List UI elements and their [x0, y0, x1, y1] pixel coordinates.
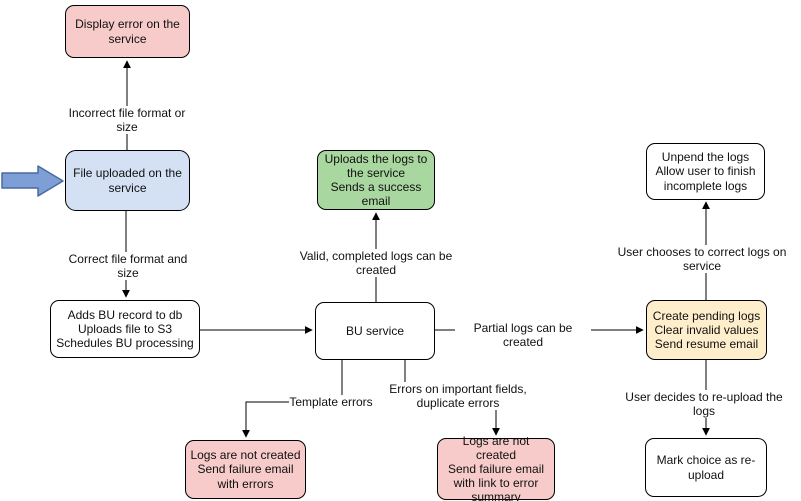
edge-label-reupload-logs: User decides to re-upload the logs: [618, 390, 790, 419]
node-adds-bu-record: Adds BU record to db Uploads file to S3 …: [50, 300, 200, 358]
edge-label-valid-logs: Valid, completed logs can be created: [284, 249, 468, 278]
node-uploads-logs-success: Uploads the logs to the service Sends a …: [317, 150, 435, 210]
node-create-pending-logs: Create pending logs Clear invalid values…: [646, 300, 767, 360]
edge-label-template-errors: Template errors: [289, 395, 373, 410]
edge-label-important-field-errors: Errors on important fields, duplicate er…: [388, 382, 528, 411]
node-display-error-on-service: Display error on the service: [65, 5, 190, 58]
edge-label-partial-logs: Partial logs can be created: [455, 321, 591, 350]
entry-point-arrow-icon: [1, 165, 64, 197]
edge-label-correct-on-service: User chooses to correct logs on service: [605, 245, 799, 274]
node-logs-not-created-summary: Logs are not created Send failure email …: [437, 434, 555, 501]
node-logs-not-created-errors: Logs are not created Send failure email …: [185, 440, 306, 499]
node-mark-choice-reupload: Mark choice as re- upload: [645, 438, 767, 497]
edge-label-correct-format: Correct file format and size: [60, 252, 196, 281]
node-file-uploaded-on-service: File uploaded on the service: [65, 150, 190, 211]
edge-label-incorrect-format: Incorrect file format or size: [58, 106, 196, 135]
node-bu-service: BU service: [315, 302, 435, 360]
node-unpend-logs: Unpend the logs Allow user to finish inc…: [646, 143, 765, 200]
